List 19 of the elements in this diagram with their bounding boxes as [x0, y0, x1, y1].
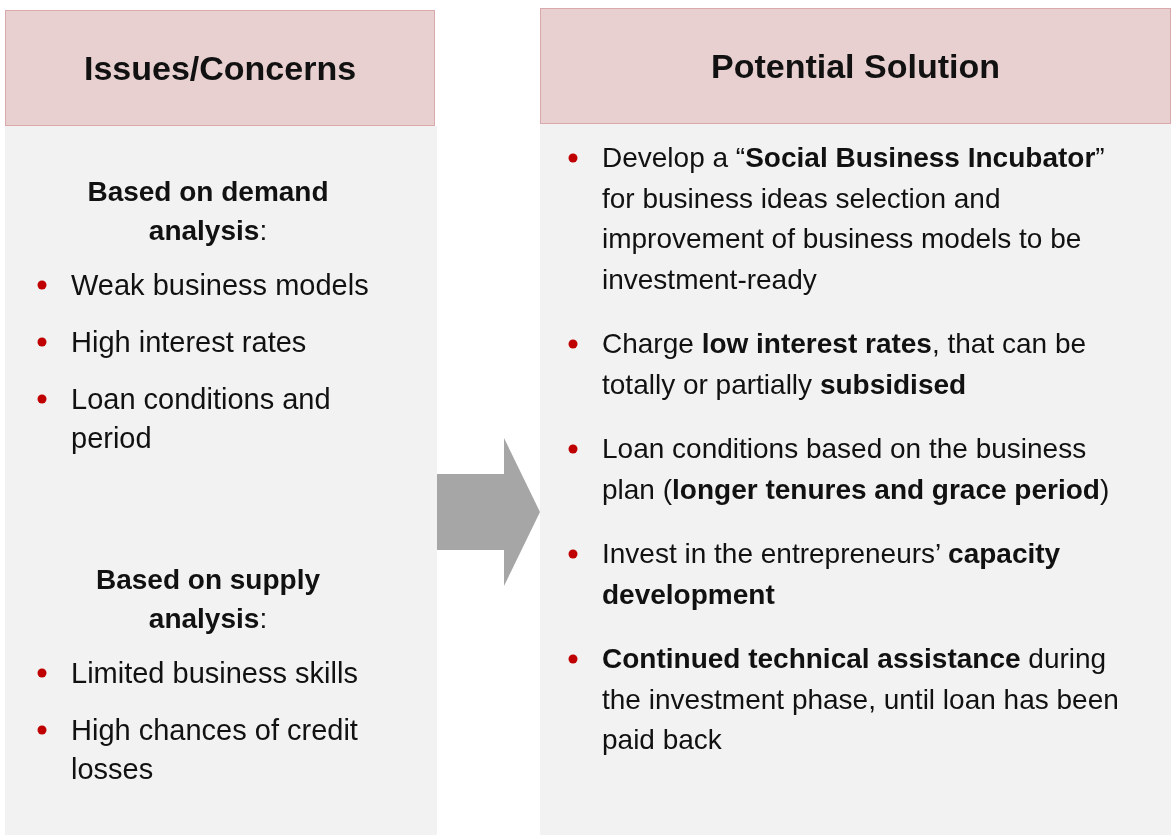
- bullet-text: High interest rates: [71, 326, 307, 358]
- bullet-text: Loan conditions and period: [71, 383, 331, 454]
- subheading: Based on demand analysis:: [86, 175, 330, 248]
- header-panel: [540, 8, 1171, 124]
- block-arrow: [437, 438, 540, 586]
- bullet-text: Invest in the entrepreneurs’ capacity development: [602, 538, 1061, 610]
- header-text: Issues/Concerns: [83, 48, 357, 88]
- header-panel: [5, 10, 435, 126]
- bullet-text: High chances of credit losses: [71, 714, 358, 785]
- bullet-text: Continued technical assistance during the investment phase, until loan has been paid back: [602, 643, 1119, 755]
- bullet-text: Develop a “Social Business Incubator” for business ideas selection and improvement of business models to be investment-ready: [602, 142, 1105, 295]
- bullet-text: Loan conditions based on the business plan (longer tenures and grace period): [602, 433, 1110, 505]
- bullet-text: Weak business models: [71, 269, 369, 301]
- subheading: Based on supply analysis:: [94, 563, 321, 636]
- header-text: Potential Solution: [711, 46, 1000, 86]
- bullet-text: Charge low interest rates, that can be totally or partially subsidised: [602, 328, 1087, 400]
- content-panel: [5, 126, 437, 835]
- content-panel: [540, 124, 1171, 835]
- bullet-text: Limited business skills: [71, 657, 358, 689]
